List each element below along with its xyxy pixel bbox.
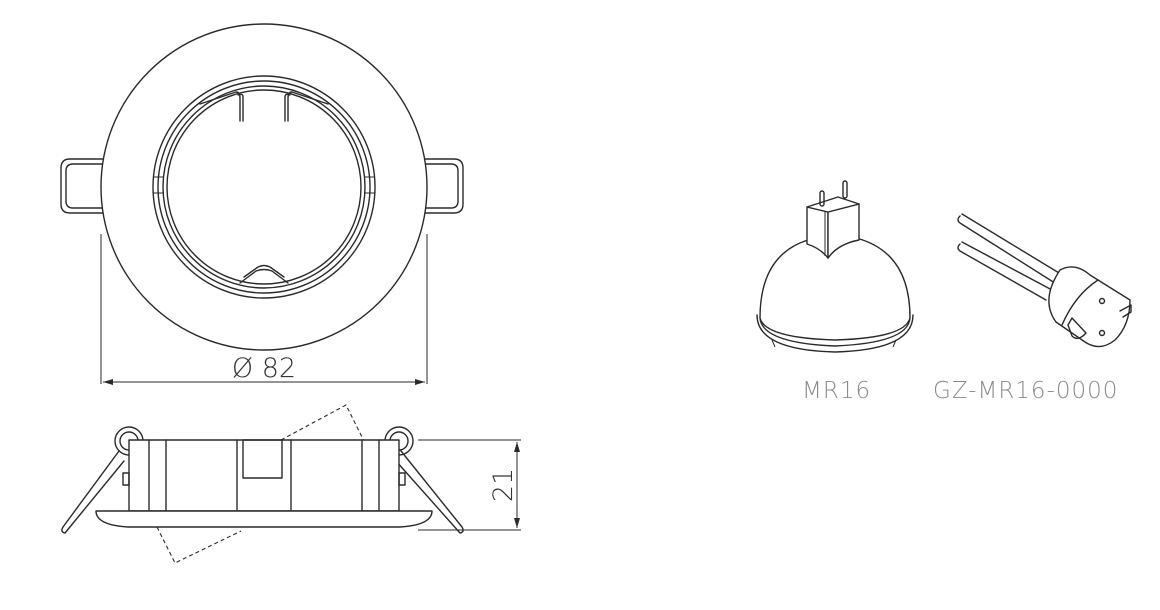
socket-body	[1048, 266, 1131, 348]
left-spring	[61, 450, 125, 534]
outer-bezel	[100, 23, 428, 351]
lamp-pin	[842, 180, 848, 199]
top-view: Ø 82	[60, 23, 464, 385]
lamp-pin	[819, 190, 825, 207]
right-spring	[395, 450, 464, 534]
lamp-label: MR16	[802, 378, 872, 404]
housing-body	[128, 439, 400, 512]
tilt-range-outline	[156, 404, 365, 564]
diameter-label: Ø 82	[232, 353, 296, 384]
inner-rim	[152, 75, 376, 299]
left-spring-clip	[60, 158, 105, 214]
socket-wire	[957, 215, 1059, 286]
right-spring-clip	[423, 158, 464, 214]
mr16-lamp-illustration	[756, 180, 914, 353]
height-label: 21	[488, 468, 519, 502]
gz-socket-illustration	[957, 213, 1132, 348]
bezel-flange	[95, 510, 433, 528]
socket-label: GZ-MR16-0000	[933, 378, 1119, 404]
retaining-wire	[199, 91, 329, 122]
side-view: 21	[61, 404, 521, 564]
socket-wire	[957, 243, 1047, 301]
